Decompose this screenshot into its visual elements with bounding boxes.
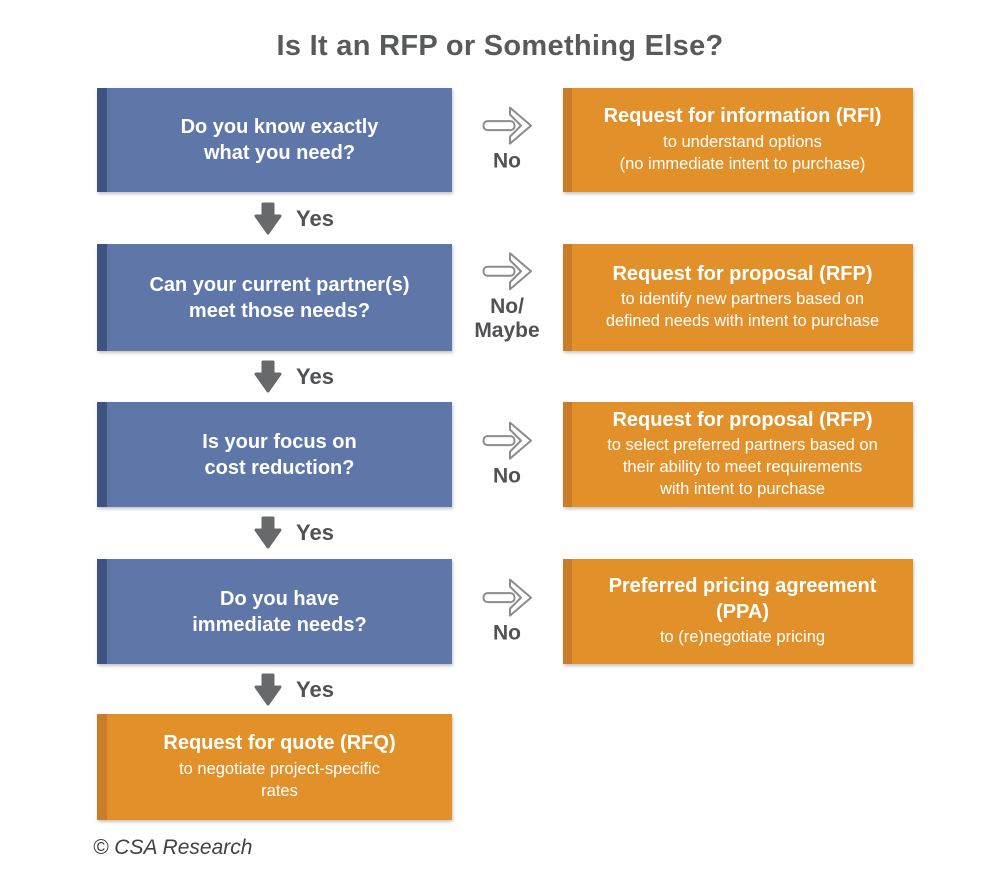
down-arrow-icon [254,360,282,393]
copyright-text: © CSA Research [93,836,253,859]
result-title: Request for proposal (RFP) [612,262,873,285]
yes-connector-4: Yes [253,669,334,711]
no-label: No [493,621,521,645]
yes-label: Yes [296,206,334,231]
down-arrow-icon [254,673,282,706]
question-box-4: Do you have immediate needs? [97,559,452,664]
result-box-3: Request for proposal (RFP) to select pre… [563,402,913,507]
right-arrow-icon [482,421,532,460]
no-label: No [493,464,521,488]
right-arrow-icon [482,251,532,290]
question-text: Do you know exactly what you need? [180,116,379,164]
result-title: Preferred pricing agreement (PPA) [608,575,877,623]
no-connector-4: No [455,577,559,646]
result-description: to identify new partners based on define… [605,290,880,331]
flow-row-2: Can your current partner(s) meet those n… [0,244,1000,351]
result-box-2: Request for proposal (RFP) to identify n… [563,244,913,351]
down-arrow-icon [254,202,282,235]
yes-label: Yes [296,520,334,545]
result-box-4: Preferred pricing agreement (PPA) to (re… [563,559,913,664]
page-title: Is It an RFP or Something Else? [276,30,724,62]
no-connector-1: No [455,106,559,175]
result-description: to understand options (no immediate inte… [619,132,866,173]
result-title: Request for information (RFI) [603,105,882,128]
result-description: to (re)negotiate pricing [659,627,826,646]
yes-connector-1: Yes [253,198,334,240]
yes-connector-2: Yes [253,356,334,398]
no-label: No [493,149,521,173]
result-description: to select preferred partners based on th… [607,436,878,499]
result-box-1: Request for information (RFI) to underst… [563,88,913,192]
result-title: Request for proposal (RFP) [612,408,873,431]
result-title: Request for quote (RFQ) [163,732,396,755]
question-box-2: Can your current partner(s) meet those n… [97,244,452,351]
flow-row-3: Is your focus on cost reduction? No Requ… [0,402,1000,507]
flow-row-1: Do you know exactly what you need? No Re… [0,88,1000,192]
right-arrow-icon [482,578,532,617]
down-arrow-icon [254,516,282,549]
right-arrow-icon [482,106,532,145]
yes-connector-3: Yes [253,512,334,554]
final-result-box: Request for quote (RFQ) to negotiate pro… [97,714,452,820]
no-connector-2: No/ Maybe [455,251,559,345]
question-text: Do you have immediate needs? [192,587,367,636]
yes-label: Yes [296,677,334,702]
yes-label: Yes [296,364,334,389]
no-connector-3: No [455,420,559,489]
flow-row-4: Do you have immediate needs? No Preferre… [0,559,1000,664]
question-text: Can your current partner(s) meet those n… [149,273,410,322]
question-text: Is your focus on cost reduction? [202,430,357,479]
question-box-1: Do you know exactly what you need? [97,88,452,192]
question-box-3: Is your focus on cost reduction? [97,402,452,507]
no-label: No/ Maybe [474,294,540,343]
result-description: to negotiate project-specific rates [179,759,380,800]
